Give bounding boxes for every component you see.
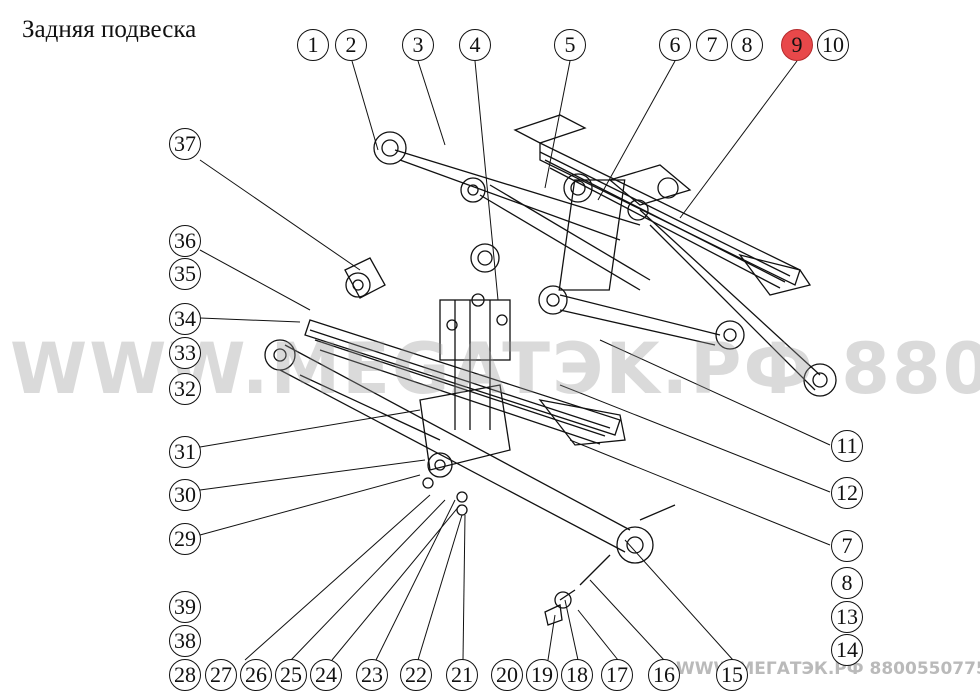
callout-32[interactable]: 32 [169,373,201,405]
callout-10[interactable]: 10 [817,29,849,61]
callout-31[interactable]: 31 [169,436,201,468]
watermark-small: WWW.МЕГАТЭК.РФ 88005507757 [676,659,980,679]
callout-18[interactable]: 18 [561,659,593,691]
callout-34[interactable]: 34 [169,303,201,335]
callout-8-right[interactable]: 8 [831,567,863,599]
callout-8-top[interactable]: 8 [731,29,763,61]
callout-21[interactable]: 21 [446,659,478,691]
callout-5[interactable]: 5 [554,29,586,61]
leader-lines [199,60,831,661]
callout-35[interactable]: 35 [169,258,201,290]
upper-spring-assembly [373,114,837,397]
callout-2[interactable]: 2 [335,29,367,61]
callout-7-top[interactable]: 7 [696,29,728,61]
callout-33[interactable]: 33 [169,337,201,369]
callout-27[interactable]: 27 [205,659,237,691]
callout-17[interactable]: 17 [601,659,633,691]
callout-26[interactable]: 26 [240,659,272,691]
callout-7-right[interactable]: 7 [831,530,863,562]
callout-22[interactable]: 22 [400,659,432,691]
callout-19[interactable]: 19 [526,659,558,691]
callout-11[interactable]: 11 [831,430,863,462]
callout-24[interactable]: 24 [310,659,342,691]
callout-6[interactable]: 6 [659,29,691,61]
callout-23[interactable]: 23 [356,659,388,691]
watermark: WWW.MEGATЭK.РФ 88005507757 [10,328,980,410]
callout-29[interactable]: 29 [169,523,201,555]
lower-spring-assembly [264,257,676,626]
callout-37[interactable]: 37 [169,128,201,160]
callout-28[interactable]: 28 [169,659,201,691]
callout-25[interactable]: 25 [275,659,307,691]
callout-20[interactable]: 20 [491,659,523,691]
callout-38[interactable]: 38 [169,625,201,657]
callout-14[interactable]: 14 [831,634,863,666]
callout-13[interactable]: 13 [831,601,863,633]
callout-4[interactable]: 4 [459,29,491,61]
callout-1[interactable]: 1 [297,29,329,61]
callout-12[interactable]: 12 [831,477,863,509]
callout-30[interactable]: 30 [169,479,201,511]
callout-15[interactable]: 15 [716,659,748,691]
diagram-title: Задняя подвеска [22,16,197,43]
callout-9-selected[interactable]: 9 [781,29,813,61]
callout-39[interactable]: 39 [169,591,201,623]
callout-3[interactable]: 3 [402,29,434,61]
callout-36[interactable]: 36 [169,225,201,257]
callout-16[interactable]: 16 [648,659,680,691]
